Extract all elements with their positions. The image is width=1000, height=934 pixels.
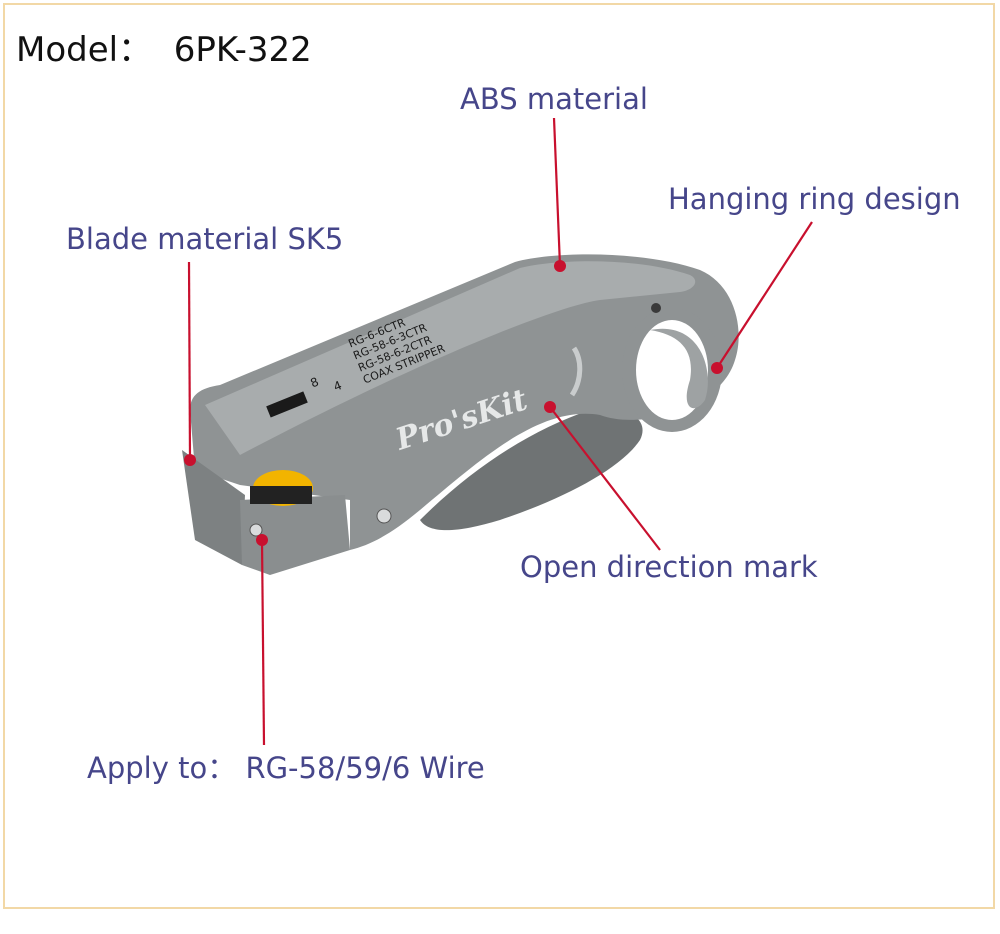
screw xyxy=(376,508,392,524)
leader-dot xyxy=(711,362,723,374)
front-jaw xyxy=(182,450,245,565)
model-title: Model： 6PK-322 xyxy=(16,22,312,71)
tool-body xyxy=(190,254,739,550)
callout-apply-to: Apply to： RG-58/59/6 Wire xyxy=(87,745,485,787)
jaw-cap xyxy=(240,495,350,575)
apply-prefix: Apply to： xyxy=(87,751,237,785)
leader-dot xyxy=(256,534,268,546)
leader-dot xyxy=(544,401,556,413)
open-direction-arrow xyxy=(569,346,583,397)
apply-value: RG-58/59/6 Wire xyxy=(245,751,485,785)
grip-body xyxy=(420,409,643,531)
leader-ring xyxy=(716,221,813,369)
leader-abs xyxy=(552,117,562,267)
frame-border xyxy=(3,3,995,909)
leader-dot xyxy=(554,260,566,272)
callout-hanging-ring: Hanging ring design xyxy=(668,182,961,216)
hole xyxy=(651,303,661,313)
leader-open xyxy=(549,406,661,551)
leader-apply xyxy=(260,539,266,746)
ring-inner-shade xyxy=(650,328,708,409)
callout-open-direction: Open direction mark xyxy=(520,550,818,584)
callout-abs-material: ABS material xyxy=(460,82,648,116)
model-label: Model： xyxy=(16,30,153,70)
callout-blade-material: Blade material SK5 xyxy=(66,222,344,256)
blade-holder xyxy=(250,486,312,504)
screw xyxy=(249,523,263,537)
leader-blade xyxy=(187,261,192,461)
model-value: 6PK-322 xyxy=(173,30,312,70)
tool-top-face xyxy=(205,261,696,455)
cable-diagram xyxy=(266,391,308,418)
leader-dot xyxy=(184,454,196,466)
